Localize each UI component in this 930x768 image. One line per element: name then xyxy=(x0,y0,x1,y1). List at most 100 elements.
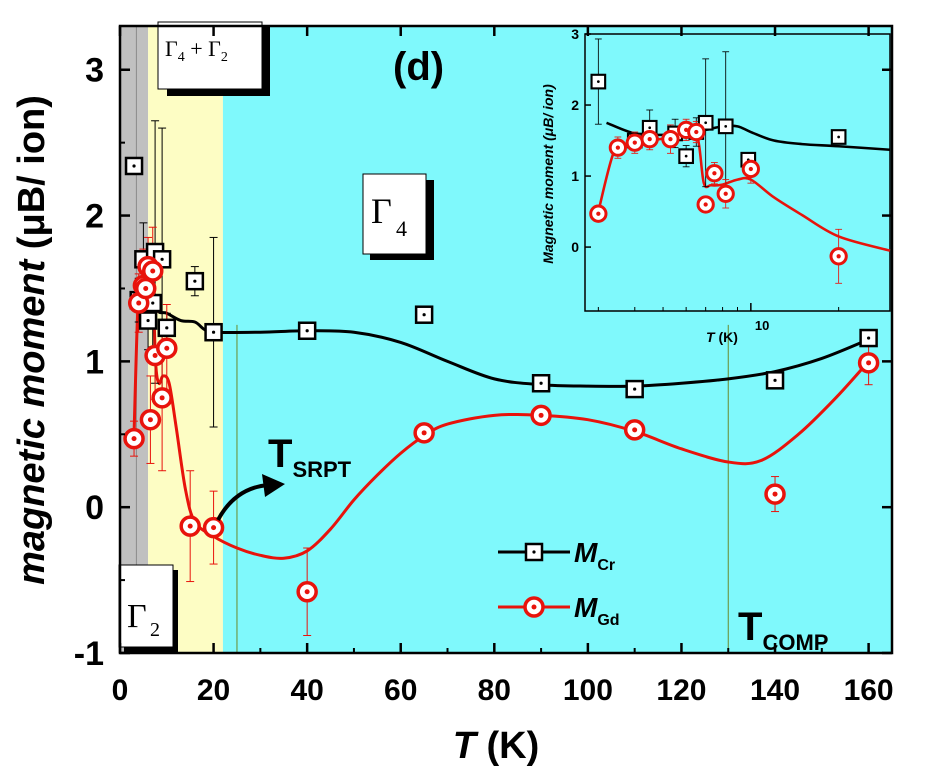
inset-y-tick-label: 1 xyxy=(571,168,579,184)
mgd-point-dot xyxy=(866,360,872,366)
y-axis-ticks: -1 0 1 2 3 xyxy=(74,52,892,673)
inset-y-tick-label: 3 xyxy=(571,26,579,42)
mcr-point-dot xyxy=(211,330,216,334)
gamma2-symbol: Γ xyxy=(127,598,147,635)
mcr-point-dot xyxy=(132,164,136,168)
x-tick-label: 100 xyxy=(563,674,613,707)
region-label-gamma4: Γ 4 xyxy=(362,173,434,260)
tcomp-label: TCOMP xyxy=(738,605,828,655)
inset-x-tick-label: 10 xyxy=(755,318,769,333)
mcr-point-dot xyxy=(539,381,543,385)
y-tick-label: 2 xyxy=(85,198,104,236)
mgd-point-dot xyxy=(304,589,310,595)
mgd-point-dot xyxy=(723,191,728,196)
mgd-point-dot xyxy=(712,171,717,176)
gamma4-gamma2-text: Γ4 + Γ2 xyxy=(165,36,228,65)
mgd-point-dot xyxy=(748,166,753,172)
plot-frame xyxy=(118,24,894,655)
y-axis-title: magnetic moment (μB/ ion) xyxy=(11,95,53,585)
panel-label: (d) xyxy=(393,45,444,89)
x-tick-label: 20 xyxy=(197,674,230,707)
mcr-point-dot xyxy=(633,387,637,391)
mgd-point-dot xyxy=(615,145,620,150)
mcr-point-dot xyxy=(422,313,426,317)
inset-y-tick-label: 0 xyxy=(571,239,579,255)
mgd-point-dot xyxy=(632,140,637,145)
mgd-point-dot xyxy=(211,525,217,531)
mgd-point-dot xyxy=(538,412,544,418)
gamma2-subscript: 2 xyxy=(150,619,160,641)
gamma4-symbol: Γ xyxy=(371,191,392,231)
mcr-point-dot xyxy=(837,135,841,139)
y-tick-label: 1 xyxy=(85,343,104,381)
mcr-point-dot xyxy=(165,326,169,330)
mgd-point-dot xyxy=(164,345,170,351)
mgd-point-dot xyxy=(136,300,142,306)
mgd-point-dot xyxy=(187,523,193,529)
legend-marker-dot xyxy=(532,550,536,554)
mgd-point-dot xyxy=(143,285,149,291)
mcr-point-dot xyxy=(151,301,155,305)
inset-chart: 0 1 2 3 10 Magnetic moment (μB/ ion) T (K) xyxy=(540,26,891,345)
legend-label: MCr xyxy=(574,537,615,574)
mcr-point-dot xyxy=(684,154,688,158)
tsrpt-label: TSRPT xyxy=(268,432,352,482)
mgd-point-dot xyxy=(150,268,156,274)
x-tick-label: 80 xyxy=(478,674,511,707)
region-gamma2-bg xyxy=(120,26,149,653)
mgd-point-dot xyxy=(836,254,841,259)
mcr-point-dot xyxy=(773,378,777,382)
inset-y-tick-label: 2 xyxy=(571,97,579,113)
mgd-point-dot xyxy=(668,136,673,142)
x-tick-label: 140 xyxy=(750,674,800,707)
mgd-point-dot xyxy=(772,491,778,497)
mcr-point-dot xyxy=(724,124,728,128)
region-gamma4-bg xyxy=(222,26,892,653)
gamma4-subscript: 4 xyxy=(396,216,407,241)
region-label-gamma4-gamma2: Γ4 + Γ2 xyxy=(157,21,270,96)
mcr-point-dot xyxy=(146,318,150,323)
tsrpt-arrowhead xyxy=(262,474,285,497)
x-tick-label: 0 xyxy=(112,674,129,707)
mcr-point-dot xyxy=(648,126,652,130)
x-tick-label: 40 xyxy=(290,674,323,707)
y-tick-label: -1 xyxy=(74,635,104,673)
mcr-point-dot xyxy=(160,257,164,261)
mcr-point-dot xyxy=(704,121,708,125)
mgd-point-dot xyxy=(596,211,601,216)
mgd-point-dot xyxy=(147,417,153,423)
x-tick-label: 120 xyxy=(656,674,706,707)
mcr-point-dot xyxy=(193,279,197,283)
mgd-point-dot xyxy=(421,430,427,436)
mgd-point-dot xyxy=(647,136,652,142)
x-tick-label: 60 xyxy=(384,674,417,707)
y-tick-label: 0 xyxy=(85,489,104,527)
inset-x-axis-title: T (K) xyxy=(706,329,738,345)
inset-y-axis-title: Magnetic moment (μB/ ion) xyxy=(540,84,556,264)
region-backgrounds xyxy=(120,26,892,653)
inset-ticks: 0 1 2 3 10 xyxy=(571,26,891,333)
tsrpt-arrow xyxy=(216,483,269,521)
mgd-point-dot xyxy=(703,202,708,207)
x-axis-title: T (K) xyxy=(453,725,540,767)
x-tick-label: 160 xyxy=(844,674,894,707)
main-data-markers xyxy=(123,156,880,603)
mcr-point-dot xyxy=(596,80,600,83)
mgd-point-dot xyxy=(632,427,638,433)
legend-marker-dot xyxy=(531,604,537,610)
y-tick-label: 3 xyxy=(85,52,104,90)
mcr-point-dot xyxy=(867,336,871,340)
mgd-point-dot xyxy=(152,353,158,359)
mgd-point-dot xyxy=(131,436,137,442)
tsrpt-annotation: TSRPT xyxy=(216,432,352,521)
inset-data-markers xyxy=(589,73,848,266)
mgd-point-dot xyxy=(159,395,165,401)
mgd-point-dot xyxy=(684,127,689,133)
region-label-gamma2: Γ 2 xyxy=(118,564,178,652)
mcr-point-dot xyxy=(305,329,309,333)
legend-label: MGd xyxy=(574,592,620,629)
mgd-point-dot xyxy=(694,129,699,135)
